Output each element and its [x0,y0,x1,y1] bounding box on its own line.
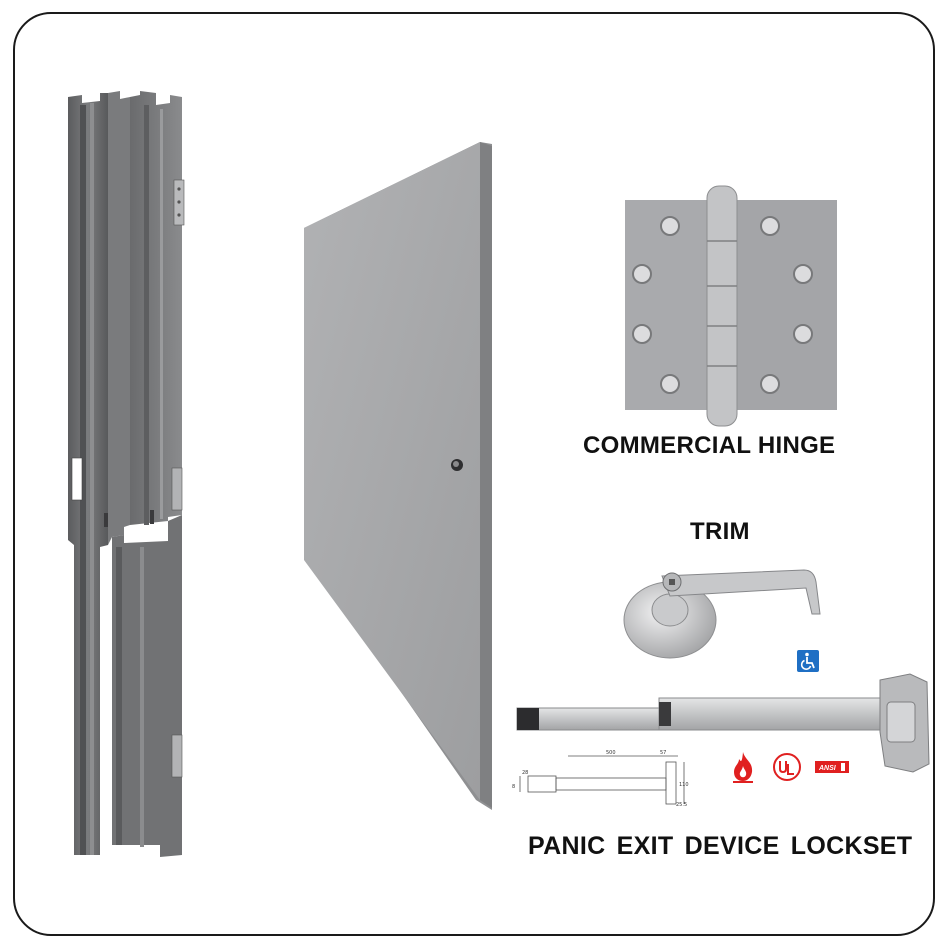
dim-a-text: 500 [606,750,616,756]
commercial-hinge-label: COMMERCIAL HINGE [583,432,836,459]
dim-c-text: 28 [522,770,528,776]
wheelchair-icon [797,650,819,672]
commercial-hinge-image [625,185,837,427]
dim-e-text: 25.5 [676,802,687,808]
steel-door-frame-image [68,91,185,857]
dim-d-text: 110 [679,782,689,788]
dim-f-text: 8 [512,784,515,790]
panic-exit-device-label: PANIC EXIT DEVICE LOCKSET [528,832,913,860]
ansi-badge-text: ANSI [818,765,837,772]
ul-listed-icon [773,753,801,781]
fire-rated-icon [733,752,753,783]
panic-exit-device-image [516,673,930,773]
ansi-grade-icon: ANSI [815,761,849,773]
steel-door-image [304,142,492,810]
dim-b-text: 57 [660,750,666,756]
trim-label: TRIM [690,518,750,545]
lever-trim-image [623,569,821,659]
dimension-drawing-image: 500 57 28 8 110 25.5 [512,750,689,808]
